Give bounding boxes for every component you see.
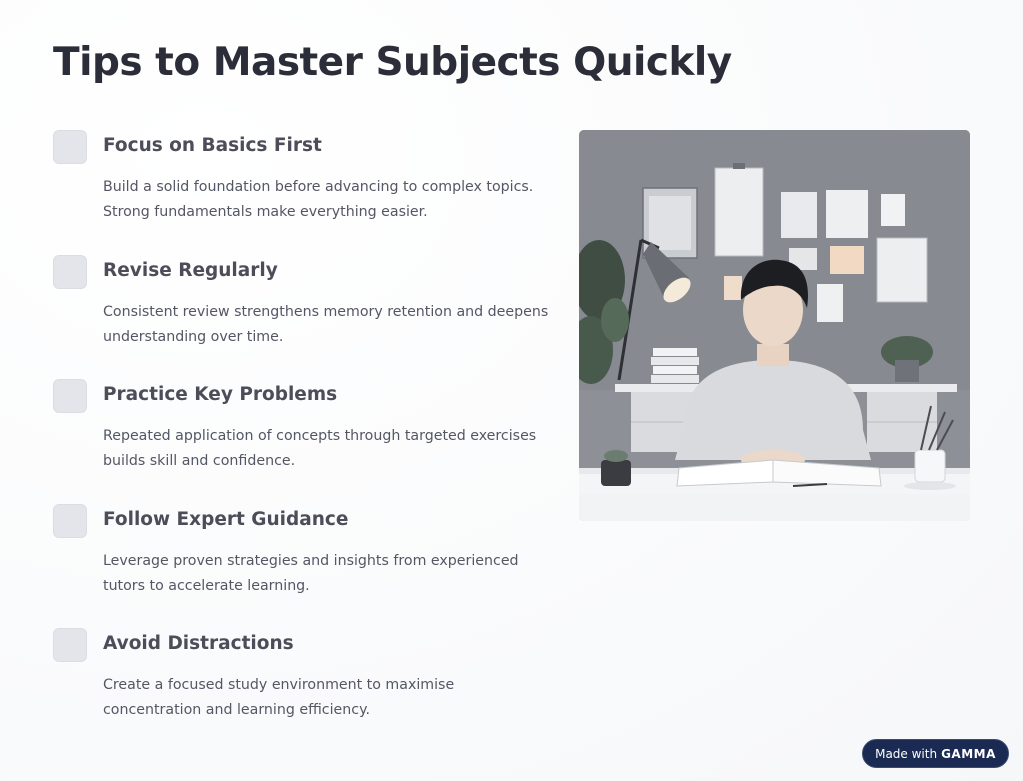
tip-title: Revise Regularly (103, 259, 278, 281)
checkbox-icon[interactable] (53, 628, 87, 662)
tip-description: Create a focused study environment to ma… (103, 677, 455, 718)
tip-description: Consistent review strengthens memory ret… (103, 303, 549, 345)
badge-prefix: Made with (875, 746, 938, 761)
page-title: Tips to Master Subjects Quickly (53, 40, 732, 85)
gamma-logo-text: GAMMA (941, 746, 996, 761)
tip-item: Revise Regularly Consistent review stren… (53, 254, 548, 365)
checkbox-icon[interactable] (53, 254, 87, 289)
checkbox-icon[interactable] (53, 379, 87, 413)
checkbox-icon[interactable] (53, 503, 87, 538)
tip-item: Practice Key Problems Repeated applicati… (53, 379, 548, 489)
tip-description: Build a solid foundation before advancin… (103, 179, 534, 220)
tip-item: Avoid Distractions Create a focused stud… (53, 628, 548, 738)
checkbox-icon[interactable] (53, 130, 87, 164)
tip-item: Follow Expert Guidance Leverage proven s… (53, 503, 548, 614)
tip-description: Repeated application of concepts through… (103, 428, 537, 469)
made-with-gamma-badge[interactable]: Made with GAMMA (862, 739, 1009, 768)
tip-item: Focus on Basics First Build a solid foun… (53, 130, 548, 240)
tip-title: Follow Expert Guidance (103, 508, 349, 530)
tip-title: Focus on Basics First (103, 135, 322, 156)
tip-title: Practice Key Problems (103, 384, 338, 405)
student-studying-illustration (579, 130, 970, 521)
tip-description: Leverage proven strategies and insights … (103, 552, 519, 594)
tip-title: Avoid Distractions (103, 633, 294, 654)
